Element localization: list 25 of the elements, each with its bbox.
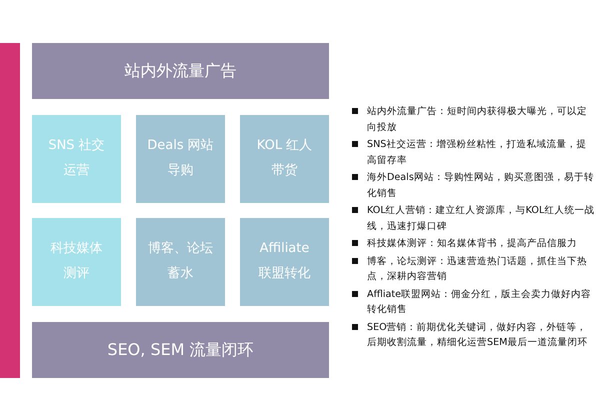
category-tile — [136, 218, 225, 306]
tile-label: Affiliate 联盟转化 — [258, 240, 312, 283]
bullet-text: Affliate联盟网站：佣金分红，版主会卖力做好内容转化销售 — [367, 288, 592, 315]
bullet-text: 站内外流量广告：短时间内获得极大曝光，可以定向投放 — [367, 106, 587, 132]
bullet-text: 海外Deals网站：导购性网站，购买意图强，易于转化销售 — [367, 172, 594, 198]
category-tile — [32, 115, 121, 203]
bullet-text: KOL红人营销：建立红人资源库，与KOL红人统一战线，迅速打爆口碑 — [367, 205, 594, 232]
tile-label: SEO, SEM 流量闭环 — [106, 340, 255, 360]
category-band — [32, 322, 329, 378]
category-tile — [136, 115, 225, 203]
category-tile — [240, 115, 329, 203]
tile-label: Deals 网站导购 — [146, 137, 214, 180]
category-band — [32, 43, 329, 99]
bullet-text: SNS社交运营：增强粉丝粘性，打造私域流量，提高留存率 — [367, 139, 586, 166]
tile-label: 博客、论坛蓄水 — [147, 240, 214, 283]
tile-label: KOL 红人带货 — [256, 137, 314, 180]
tile-label: 站内外流量广告 — [124, 60, 238, 82]
side-bar — [0, 43, 20, 378]
tile-label: 科技媒体测评 — [50, 240, 104, 283]
tile-label: SNS 社交运营 — [47, 137, 106, 180]
category-tile — [240, 218, 329, 306]
bullet-text: SEO营销：前期优化关键词，做好内容，外链等，后期收割流量，精细化运营SEM最后一道流量闭环 — [367, 322, 588, 348]
category-tile — [32, 218, 121, 306]
bullet-text: 科技媒体测评：知名媒体背书，提高产品信服力 — [367, 238, 577, 249]
bullet-text: 博客，论坛测评：迅速营造热门话题，抓住当下热点，深耕内容营销 — [367, 256, 587, 282]
